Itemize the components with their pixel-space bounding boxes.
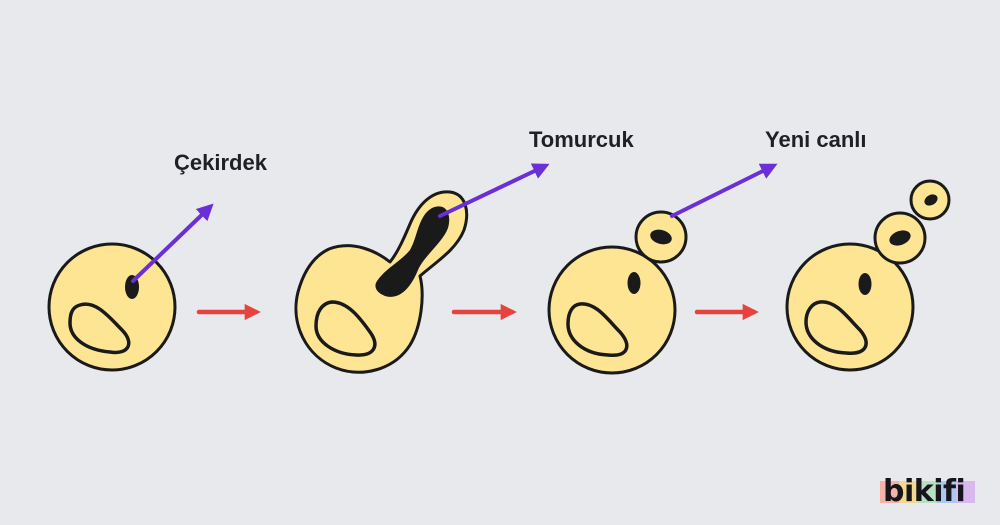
vacuole: [804, 300, 868, 355]
stage-4-cell: [785, 179, 951, 372]
nucleus: [858, 273, 872, 295]
label-new-organism: Yeni canlı: [765, 127, 867, 152]
brand-stripe: [937, 481, 956, 503]
brand-stripes: [880, 481, 975, 503]
brand-name: bikifi: [883, 474, 965, 509]
nucleus-pointer-arrow: [131, 203, 214, 283]
vacuole: [566, 302, 629, 357]
new-organism-1-nucleus: [889, 230, 911, 246]
cell-body: [785, 242, 915, 372]
vacuole: [68, 302, 131, 355]
stage-1-cell: [47, 242, 177, 372]
label-bud: Tomurcuk: [529, 127, 634, 152]
brand-stripe: [956, 481, 975, 503]
bud-nucleus: [650, 229, 672, 245]
cell-body: [47, 242, 177, 372]
new-organism-2-nucleus: [924, 194, 938, 206]
brand-stripe: [899, 481, 918, 503]
brand-stripe: [918, 481, 937, 503]
nucleus: [627, 272, 641, 294]
new-organism-pointer-arrow: [670, 163, 778, 218]
dividing-nucleus: [375, 206, 450, 297]
bud-pointer-arrow: [438, 163, 550, 218]
stage-3-cell: [547, 210, 688, 375]
vacuole: [314, 300, 377, 357]
brand-stripe: [880, 481, 899, 503]
stage-2-cell: [294, 190, 469, 374]
label-nucleus: Çekirdek: [174, 150, 268, 175]
brand-logo: bikifi: [880, 474, 975, 509]
cell-body: [547, 245, 677, 375]
